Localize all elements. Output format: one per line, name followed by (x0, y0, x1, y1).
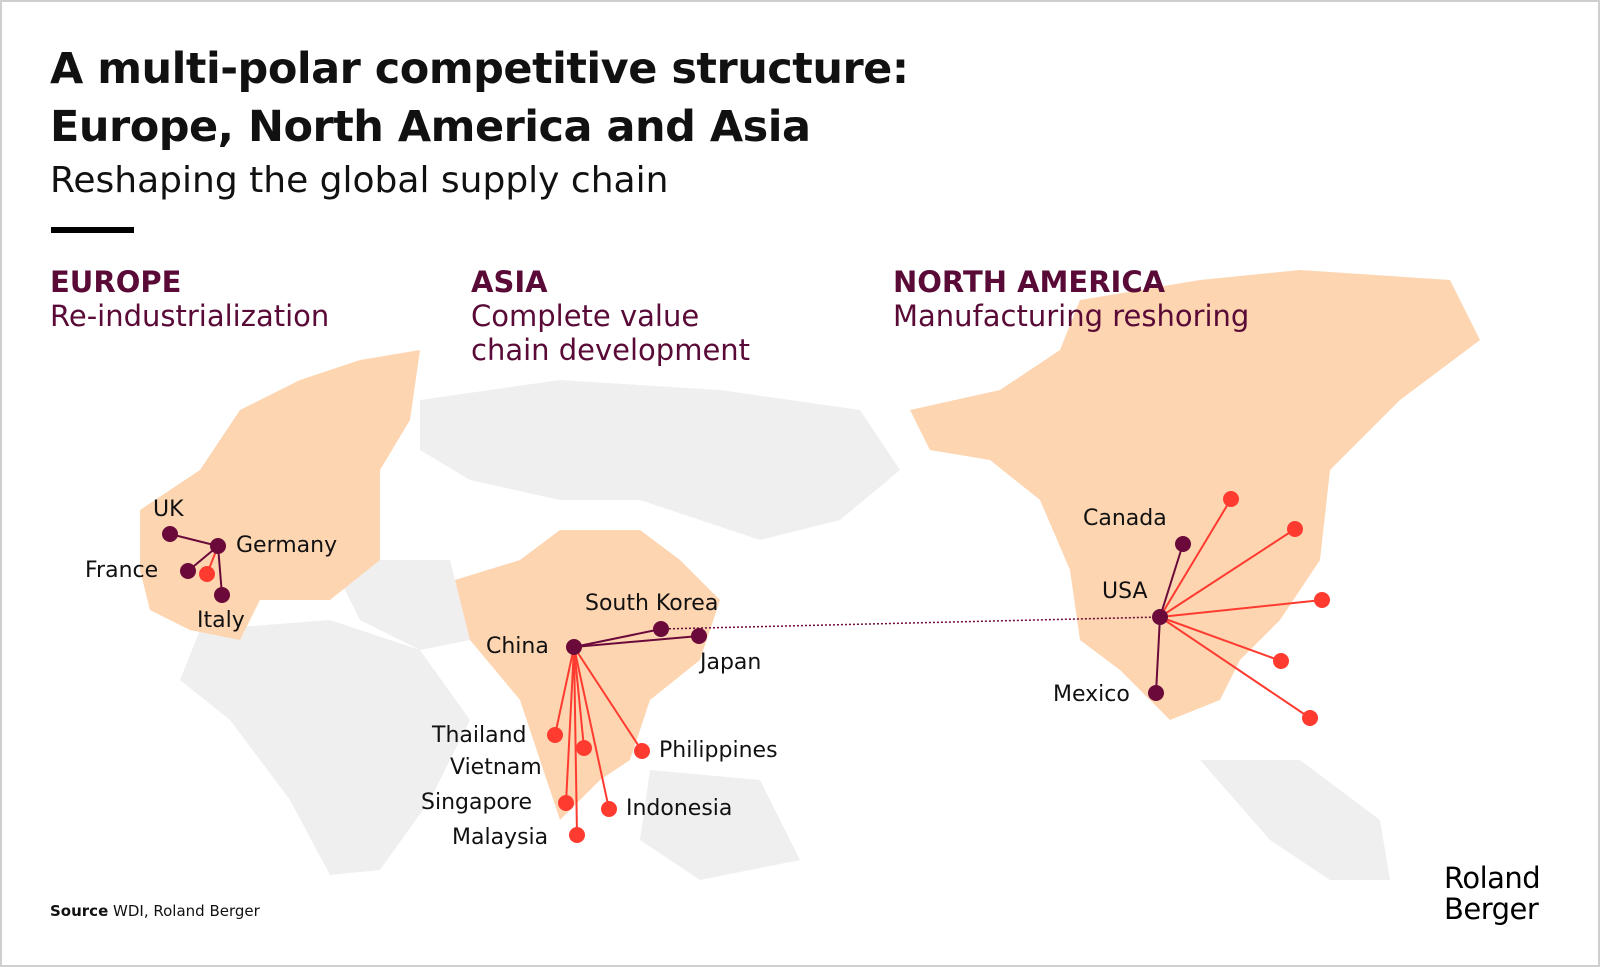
region-heading: NORTH AMERICA (893, 265, 1166, 299)
link-asia-usa-dotted (660, 616, 1161, 630)
region-asia: ASIA Complete value chain development (471, 265, 750, 367)
dot-thailand (547, 727, 563, 743)
dot-south_korea (653, 621, 669, 637)
label-china: China (486, 634, 549, 659)
link-china-malaysia (573, 646, 578, 836)
label-usa: USA (1102, 579, 1148, 604)
dot-na2 (1287, 521, 1303, 537)
label-uk: UK (153, 497, 184, 522)
dot-usa (1152, 609, 1168, 625)
russia (420, 380, 900, 540)
label-singapore: Singapore (421, 790, 532, 815)
label-france: France (85, 558, 159, 583)
region-heading: EUROPE (50, 265, 182, 299)
region-north-america: NORTH AMERICA Manufacturing reshoring (893, 265, 1249, 333)
link-germany-italy (217, 545, 223, 596)
logo-line-1: Roland (1444, 861, 1541, 895)
dot-canada (1175, 536, 1191, 552)
label-canada: Canada (1083, 506, 1167, 531)
title-line-2: Europe, North America and Asia (50, 102, 811, 152)
link-china-south_korea (573, 628, 662, 648)
label-thailand: Thailand (432, 723, 527, 748)
link-china-vietnam (573, 646, 585, 749)
link-china-singapore (565, 646, 575, 804)
dot-indonesia (601, 801, 617, 817)
dot-singapore (558, 795, 574, 811)
label-italy: Italy (197, 608, 245, 633)
link-usa-na1 (1159, 498, 1232, 618)
middle-east (330, 560, 470, 650)
label-germany: Germany (236, 533, 338, 558)
dot-uk (162, 526, 178, 542)
dot-na5 (1302, 710, 1318, 726)
dot-germany (210, 538, 226, 554)
dot-mexico (1148, 685, 1164, 701)
dot-malaysia (569, 827, 585, 843)
region-description: Re-industrialization (50, 299, 330, 333)
dot-italy (214, 587, 230, 603)
title-line-1: A multi-polar competitive structure: (50, 44, 909, 94)
region-heading: ASIA (471, 265, 548, 299)
label-philippines: Philippines (659, 738, 778, 763)
link-usa-mexico (1155, 616, 1161, 694)
roland-berger-logo: Roland Berger (1444, 861, 1541, 926)
dot-vietnam (576, 740, 592, 756)
region-europe: EUROPE Re-industrialization (50, 265, 329, 333)
label-japan: Japan (700, 650, 762, 675)
label-indonesia: Indonesia (626, 796, 733, 821)
dot-philippines (634, 743, 650, 759)
link-germany-uk (169, 533, 219, 547)
dot-na4 (1273, 653, 1289, 669)
dot-eu_red (199, 566, 215, 582)
link-usa-canada (1159, 543, 1184, 618)
link-usa-na3 (1159, 599, 1323, 618)
dot-japan (691, 628, 707, 644)
other-land (180, 380, 1390, 880)
region-description: chain development (471, 333, 751, 367)
link-china-philippines (573, 646, 643, 752)
link-china-thailand (554, 646, 575, 736)
link-china-japan (573, 635, 700, 648)
dot-na3 (1314, 592, 1330, 608)
label-mexico: Mexico (1053, 682, 1130, 707)
source-text: WDI, Roland Berger (113, 902, 260, 920)
dot-china (566, 639, 582, 655)
link-usa-na4 (1159, 616, 1282, 662)
label-south-korea: South Korea (585, 591, 719, 616)
africa (180, 620, 470, 875)
page-title: A multi-polar competitive structure: Eur… (50, 40, 909, 156)
dot-na1 (1223, 491, 1239, 507)
title-divider (51, 227, 134, 233)
source-note: Source WDI, Roland Berger (50, 902, 260, 920)
logo-line-2: Berger (1444, 892, 1539, 926)
region-description: Manufacturing reshoring (893, 299, 1250, 333)
australia-north (640, 770, 800, 880)
link-usa-na2 (1159, 528, 1296, 618)
country-dots (162, 491, 1330, 843)
region-description: Complete value (471, 299, 700, 333)
subtitle: Reshaping the global supply chain (50, 160, 669, 201)
link-usa-na5 (1159, 616, 1311, 719)
label-vietnam: Vietnam (450, 755, 542, 780)
north-america-land (910, 270, 1480, 720)
south-america (1200, 760, 1390, 880)
label-malaysia: Malaysia (452, 825, 549, 850)
link-china-indonesia (573, 646, 610, 810)
asia-land (455, 530, 720, 820)
dot-france (180, 563, 196, 579)
source-label: Source (50, 902, 109, 920)
